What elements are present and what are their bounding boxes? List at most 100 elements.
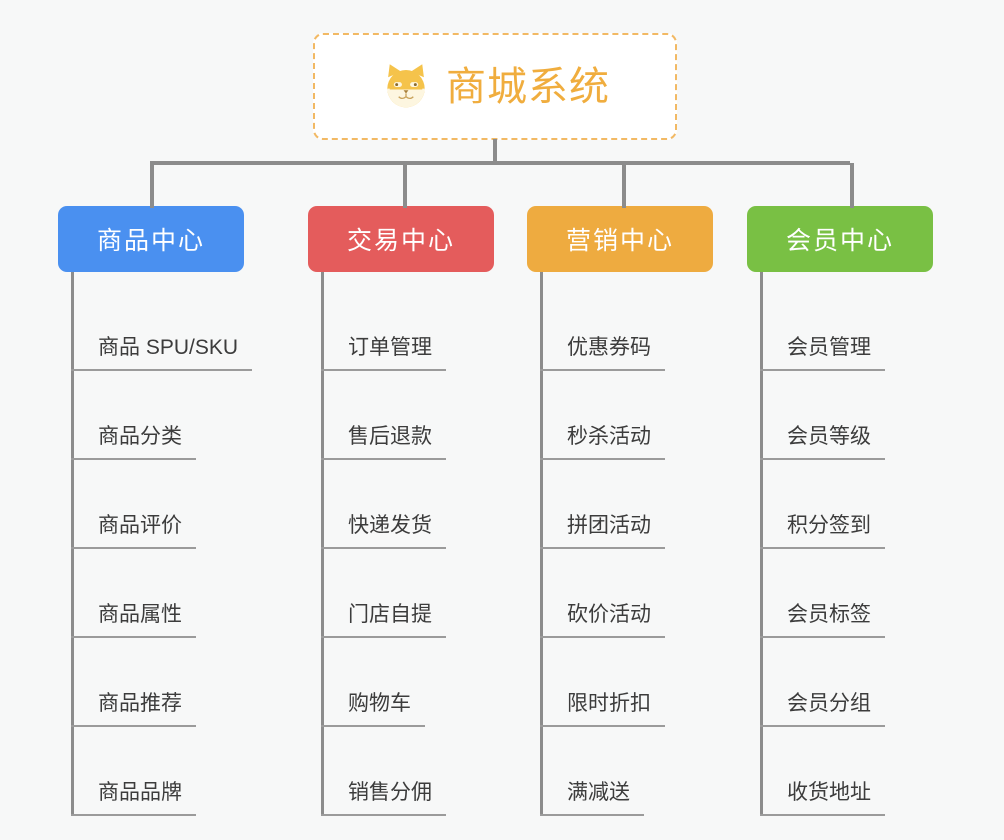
leaf-item-underline (71, 636, 196, 638)
leaf-item-underline (321, 814, 446, 816)
leaf-item[interactable]: 商品属性 (58, 549, 278, 638)
leaf-item[interactable]: 秒杀活动 (527, 371, 747, 460)
leaf-item-label: 商品推荐 (98, 692, 182, 715)
leaf-item-label: 销售分佣 (348, 781, 432, 804)
leaf-item[interactable]: 商品评价 (58, 460, 278, 549)
leaf-item-underline (540, 725, 665, 727)
leaf-list: 优惠券码秒杀活动拼团活动砍价活动限时折扣满减送 (527, 272, 747, 816)
leaf-item-label: 订单管理 (348, 336, 432, 359)
leaf-item-underline (540, 814, 644, 816)
leaf-item[interactable]: 快递发货 (308, 460, 528, 549)
leaf-item-label: 商品品牌 (98, 781, 182, 804)
leaf-item-underline (321, 458, 446, 460)
leaf-item[interactable]: 门店自提 (308, 549, 528, 638)
leaf-item[interactable]: 限时折扣 (527, 638, 747, 727)
category-node-member-center[interactable]: 会员中心 (747, 206, 933, 272)
leaf-item-underline (540, 369, 665, 371)
branch-member-center: 会员中心会员管理会员等级积分签到会员标签会员分组收货地址 (747, 206, 967, 816)
category-node-marketing-center[interactable]: 营销中心 (527, 206, 713, 272)
leaf-item[interactable]: 售后退款 (308, 371, 528, 460)
leaf-list: 会员管理会员等级积分签到会员标签会员分组收货地址 (747, 272, 967, 816)
leaf-item[interactable]: 商品品牌 (58, 727, 278, 816)
leaf-item-underline (321, 636, 446, 638)
leaf-item-label: 购物车 (348, 692, 411, 715)
leaf-item-label: 会员等级 (787, 425, 871, 448)
connector-root-stem (493, 139, 497, 163)
leaf-item-label: 快递发货 (348, 514, 432, 537)
leaf-item-label: 砍价活动 (567, 603, 651, 626)
root-title: 商城系统 (446, 64, 610, 109)
leaf-item-label: 商品评价 (98, 514, 182, 537)
leaf-item-underline (71, 814, 196, 816)
leaf-item-underline (760, 369, 885, 371)
connector-leaf-trunk (540, 272, 543, 816)
leaf-item-label: 拼团活动 (567, 514, 651, 537)
leaf-list: 订单管理售后退款快递发货门店自提购物车销售分佣 (308, 272, 528, 816)
leaf-item[interactable]: 订单管理 (308, 282, 528, 371)
leaf-item-label: 会员标签 (787, 603, 871, 626)
leaf-item-underline (760, 814, 885, 816)
category-label: 交易中心 (346, 227, 455, 255)
leaf-item[interactable]: 会员管理 (747, 282, 967, 371)
leaf-item[interactable]: 会员等级 (747, 371, 967, 460)
leaf-item-label: 满减送 (567, 781, 630, 804)
leaf-item-label: 门店自提 (348, 603, 432, 626)
leaf-item[interactable]: 会员标签 (747, 549, 967, 638)
leaf-list: 商品 SPU/SKU 商品分类商品评价商品属性商品推荐商品品牌 (58, 272, 278, 816)
connector-leaf-trunk (321, 272, 324, 816)
leaf-item[interactable]: 砍价活动 (527, 549, 747, 638)
leaf-item-underline (760, 725, 885, 727)
leaf-item[interactable]: 拼团活动 (527, 460, 747, 549)
leaf-item-label: 会员分组 (787, 692, 871, 715)
category-label: 会员中心 (785, 227, 894, 255)
leaf-item[interactable]: 商品 SPU/SKU (58, 282, 278, 371)
connector-leaf-trunk (71, 272, 74, 816)
leaf-item-label: 秒杀活动 (567, 425, 651, 448)
leaf-item-underline (71, 725, 196, 727)
leaf-item-label: 积分签到 (787, 514, 871, 537)
leaf-item-label: 商品 SPU/SKU (98, 336, 239, 359)
leaf-item-underline (760, 458, 885, 460)
leaf-item[interactable]: 优惠券码 (527, 282, 747, 371)
leaf-item-underline (71, 369, 252, 371)
category-label: 营销中心 (565, 227, 674, 255)
leaf-item[interactable]: 满减送 (527, 727, 747, 816)
category-node-product-center[interactable]: 商品中心 (58, 206, 244, 272)
leaf-item[interactable]: 收货地址 (747, 727, 967, 816)
leaf-item-label: 限时折扣 (567, 692, 651, 715)
connector-branch-drop (150, 163, 154, 208)
branch-product-center: 商品中心商品 SPU/SKU 商品分类商品评价商品属性商品推荐商品品牌 (58, 206, 278, 816)
category-label: 商品中心 (96, 227, 205, 255)
branch-trade-center: 交易中心订单管理售后退款快递发货门店自提购物车销售分佣 (308, 206, 528, 816)
shiba-dog-face-icon (380, 61, 432, 113)
leaf-item-underline (321, 547, 446, 549)
leaf-item[interactable]: 商品分类 (58, 371, 278, 460)
root-node[interactable]: 商城系统 (313, 33, 677, 140)
connector-horizontal-bus (150, 161, 850, 165)
category-node-trade-center[interactable]: 交易中心 (308, 206, 494, 272)
leaf-item-label: 商品属性 (98, 603, 182, 626)
leaf-item-underline (540, 547, 665, 549)
leaf-item-underline (540, 458, 665, 460)
leaf-item-underline (321, 725, 425, 727)
leaf-item[interactable]: 购物车 (308, 638, 528, 727)
leaf-item-underline (760, 636, 885, 638)
leaf-item-label: 优惠券码 (567, 336, 651, 359)
leaf-item-underline (71, 547, 196, 549)
leaf-item-underline (71, 458, 196, 460)
connector-leaf-trunk (760, 272, 763, 816)
leaf-item[interactable]: 积分签到 (747, 460, 967, 549)
leaf-item-label: 商品分类 (98, 425, 182, 448)
leaf-item-underline (321, 369, 446, 371)
leaf-item[interactable]: 销售分佣 (308, 727, 528, 816)
leaf-item[interactable]: 会员分组 (747, 638, 967, 727)
leaf-item-label: 售后退款 (348, 425, 432, 448)
connector-branch-drop (622, 163, 626, 208)
leaf-item-label: 收货地址 (787, 781, 871, 804)
connector-branch-drop (403, 163, 407, 208)
branch-marketing-center: 营销中心优惠券码秒杀活动拼团活动砍价活动限时折扣满减送 (527, 206, 747, 816)
leaf-item-underline (540, 636, 665, 638)
leaf-item-underline (760, 547, 885, 549)
leaf-item[interactable]: 商品推荐 (58, 638, 278, 727)
